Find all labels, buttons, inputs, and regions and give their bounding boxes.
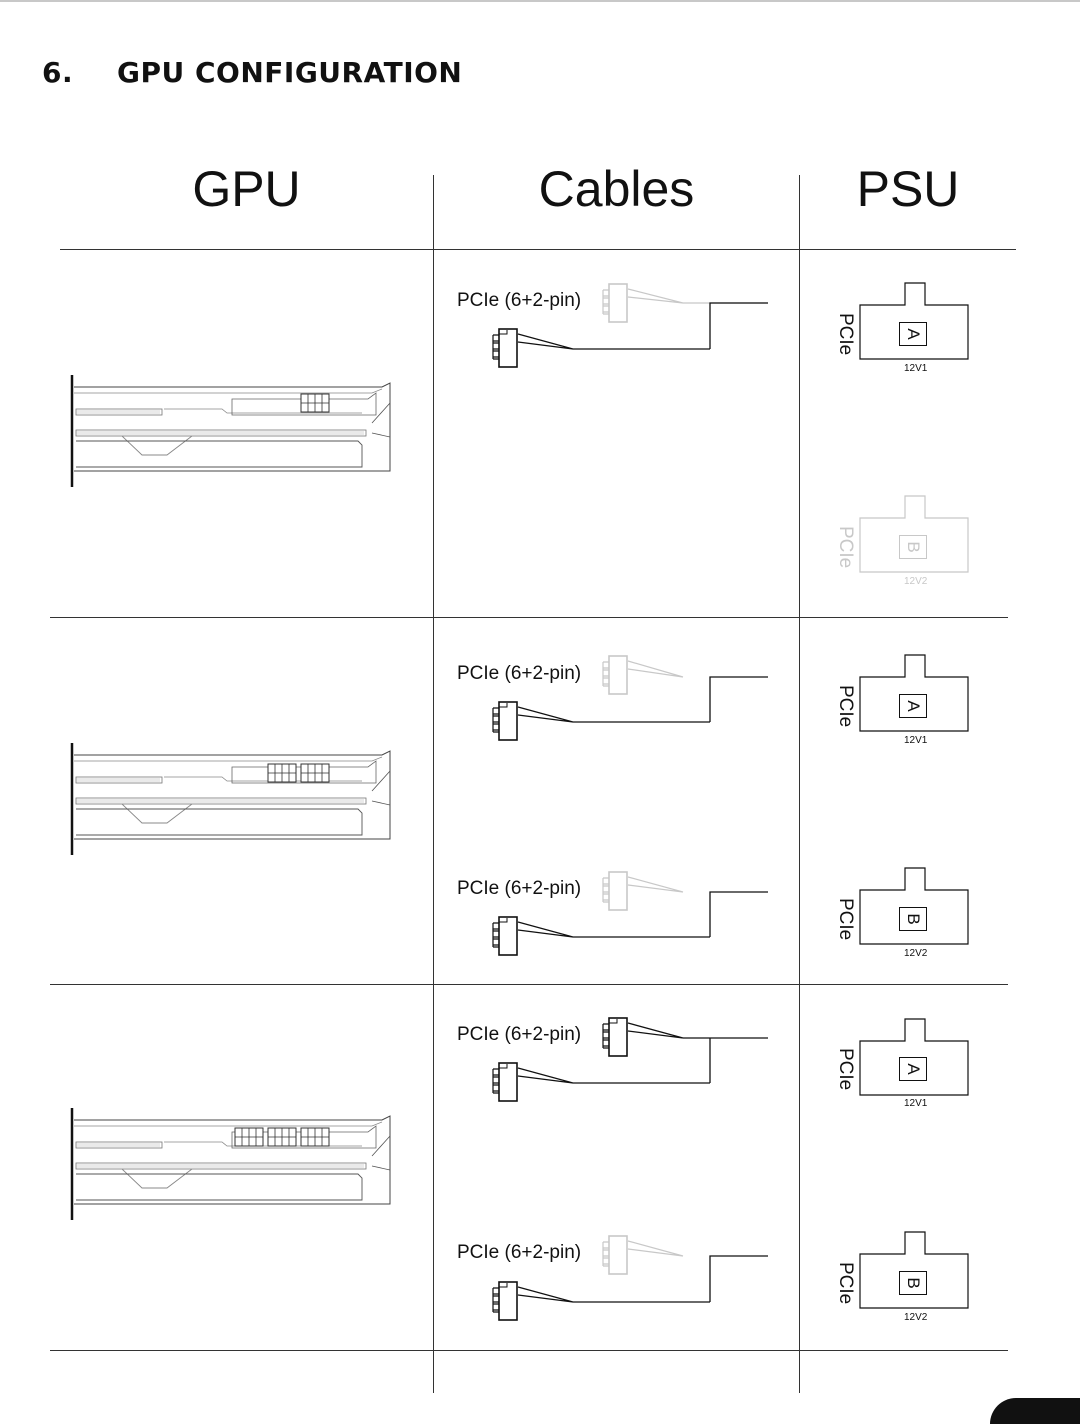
page-corner-tab [990,1398,1080,1424]
row-divider-3 [50,1350,1008,1351]
cable-label: PCIe (6+2-pin) [457,290,582,311]
psu-rail-label: 12V1 [904,735,928,746]
header-divider [60,249,1016,250]
column-header-cables: Cables [538,161,695,217]
column-header-psu: PSU [856,161,960,217]
row-divider-1 [50,617,1008,618]
column-header-gpu: GPU [192,161,301,217]
top-rule [0,0,1080,2]
cable-label: PCIe (6+2-pin) [457,663,582,684]
cable-label: PCIe (6+2-pin) [457,878,582,899]
psu-rail-label: 12V2 [904,948,928,959]
cable-label: PCIe (6+2-pin) [457,1242,582,1263]
cable-label: PCIe (6+2-pin) [457,1024,582,1045]
psu-rail-label: 12V1 [904,1098,928,1109]
section-heading: 6. GPU CONFIGURATION [42,56,462,89]
row-divider-2 [50,984,1008,985]
section-number: 6. [42,56,74,89]
psu-rail-label: 12V2 [904,576,928,587]
psu-rail-label: 12V1 [904,363,928,374]
psu-rail-label: 12V2 [904,1312,928,1323]
column-divider-gpu-cables [433,175,434,1393]
column-divider-cables-psu [799,175,800,1393]
section-title: GPU CONFIGURATION [117,56,463,89]
